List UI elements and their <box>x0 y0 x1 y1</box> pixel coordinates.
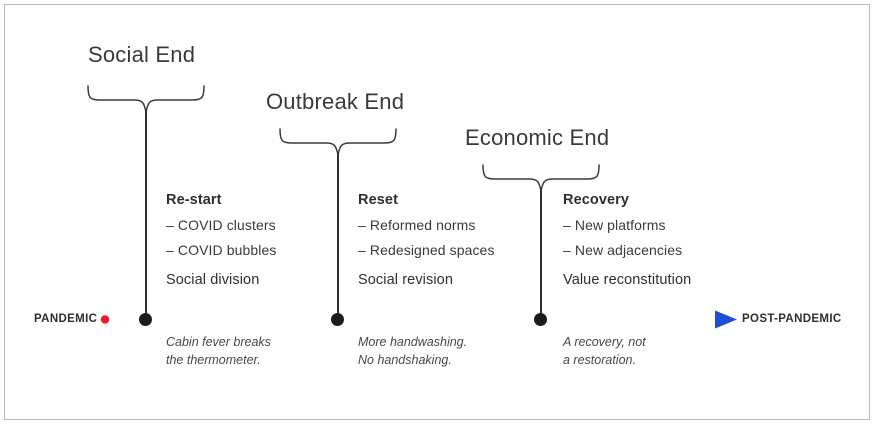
phase-caption-recovery: A recovery, not a restoration. <box>563 333 646 369</box>
phase-bullet: – COVID clusters <box>166 217 276 233</box>
stem-line-social-end <box>145 110 147 320</box>
phase-title-economic-end: Economic End <box>465 125 610 150</box>
phase-heading-re-start: Re-start <box>166 192 222 208</box>
phase-bullet: – New platforms <box>563 217 666 233</box>
caption-line: a restoration. <box>563 353 636 368</box>
phase-column-re-start: Re-start – COVID clusters – COVID bubble… <box>166 192 276 288</box>
axis-start-dot <box>100 315 110 324</box>
phase-bullet: – Reformed norms <box>358 217 476 233</box>
phase-title-outbreak-end: Outbreak End <box>266 89 405 114</box>
axis-start-label: PANDEMIC <box>34 313 98 325</box>
phase-caption-re-start: Cabin fever breaks the thermometer. <box>166 333 271 369</box>
phase-title-social-end: Social End <box>88 42 196 67</box>
phase-heading-reset: Reset <box>358 192 398 208</box>
axis-end-label: POST-PANDEMIC <box>742 313 842 325</box>
phase-column-recovery: Recovery – New platforms – New adjacenci… <box>563 192 691 288</box>
axis-arrow-head <box>715 310 737 329</box>
stem-line-outbreak-end <box>337 153 339 320</box>
timeline-node-economic-end <box>533 313 547 326</box>
stem-line-economic-end <box>540 189 542 320</box>
phase-caption-reset: More handwashing. No handshaking. <box>358 333 467 369</box>
caption-line: More handwashing. <box>358 335 468 349</box>
timeline-node-social-end <box>138 313 152 326</box>
phase-summary-re-start: Social division <box>166 272 260 288</box>
phase-bullet: – New adjacencies <box>563 242 683 258</box>
phase-bullet: – Redesigned spaces <box>358 242 495 258</box>
caption-line: Cabin fever breaks <box>166 335 271 349</box>
phase-heading-recovery: Recovery <box>563 192 630 208</box>
timeline-node-outbreak-end <box>330 313 344 326</box>
caption-line: A recovery, not <box>563 335 646 349</box>
caption-line: the thermometer. <box>166 353 261 368</box>
phase-bullet: – COVID bubbles <box>166 242 277 258</box>
caption-line: No handshaking. <box>358 353 452 368</box>
phase-summary-reset: Social revision <box>358 272 453 288</box>
phase-summary-recovery: Value reconstitution <box>563 272 692 288</box>
phase-column-reset: Reset – Reformed norms – Redesigned spac… <box>358 192 495 288</box>
